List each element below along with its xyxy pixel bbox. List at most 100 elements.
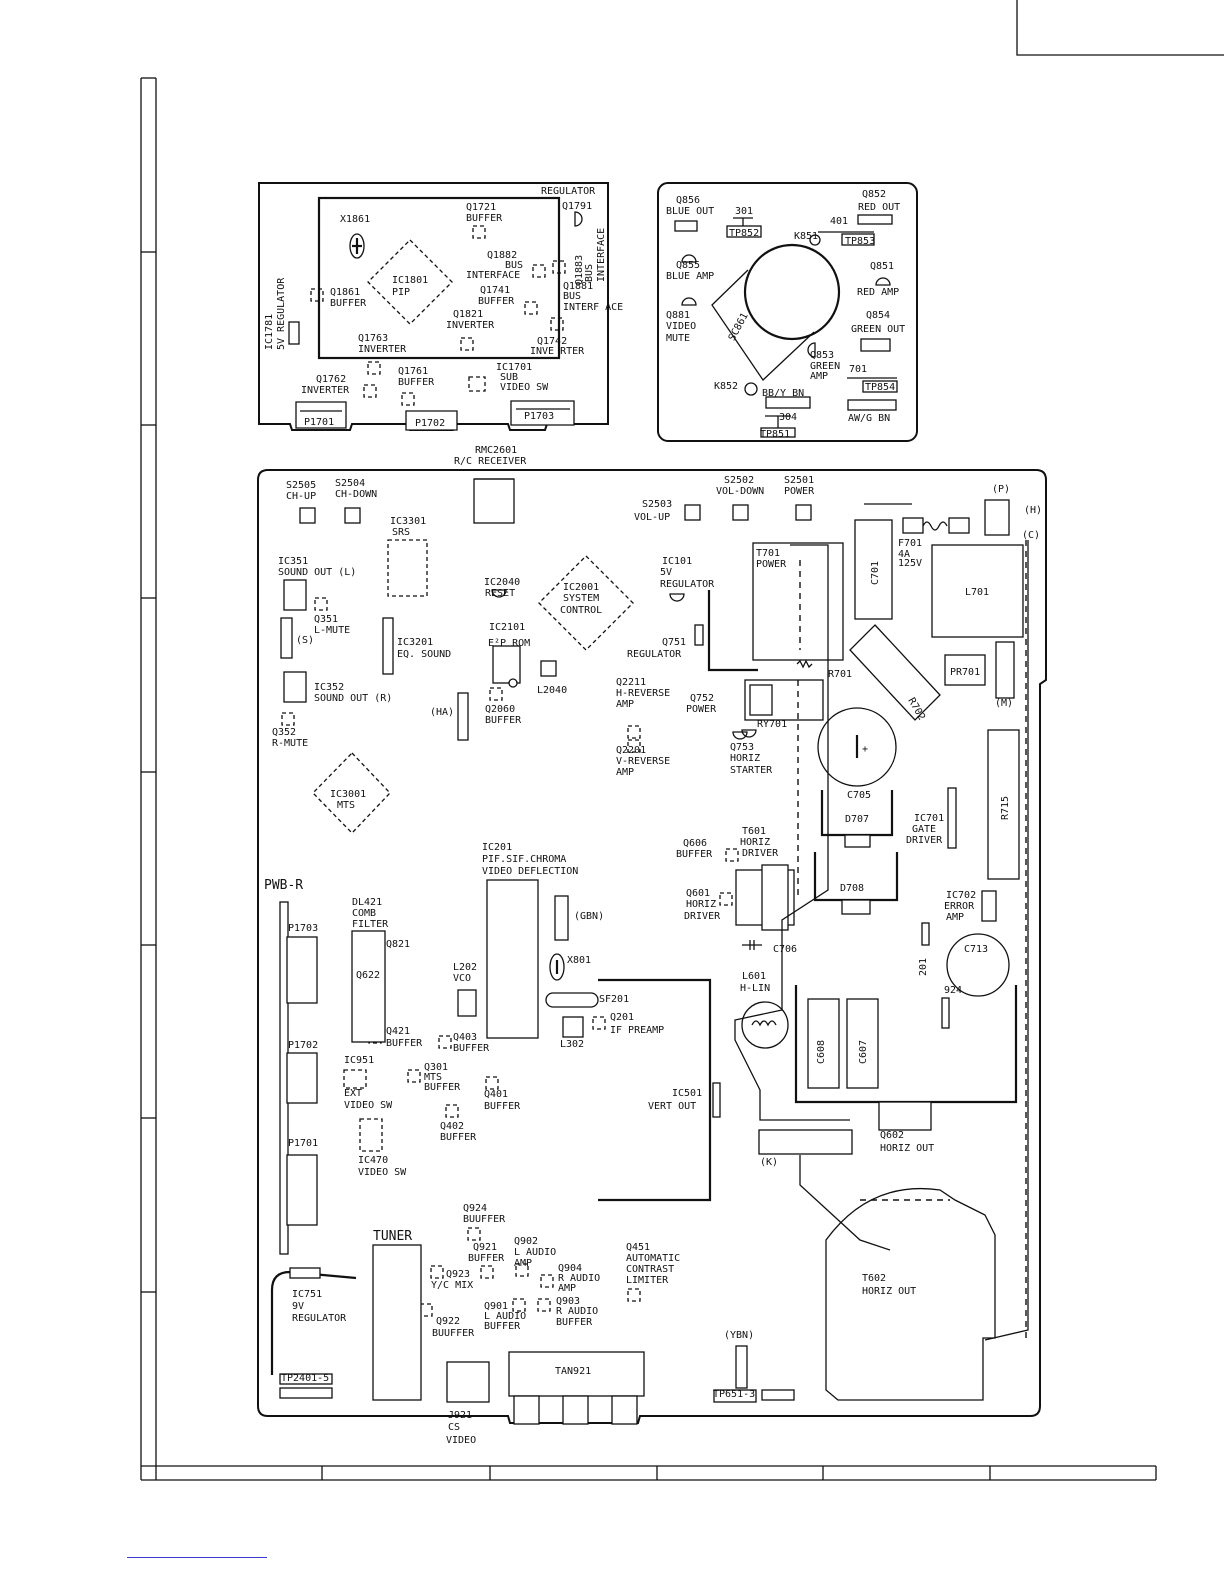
component-label: VIDEO SW [358, 1167, 407, 1178]
component-label: REGULATOR [660, 579, 715, 590]
component-label: IC351 [278, 556, 308, 567]
component-label: RMC2601 [475, 445, 517, 456]
vertical-component-label: INTERFACE [596, 228, 607, 282]
component-label: CH-UP [286, 491, 316, 502]
component-label: Q753 [730, 742, 754, 753]
component-label: 401 [830, 216, 848, 227]
component-label: SF201 [599, 994, 629, 1005]
c701-label: C701 [870, 561, 881, 585]
component-label: Q622 [356, 970, 380, 981]
component-label: 304 [779, 412, 797, 423]
component-label: S2505 [286, 480, 316, 491]
component-label: HORIZ [740, 837, 770, 848]
ic3001-mts-chip [312, 752, 391, 834]
component-label: BUFFER [484, 1101, 521, 1112]
component-label: Q902 [514, 1236, 538, 1247]
component-label: F701 [898, 538, 922, 549]
component-label: L302 [560, 1039, 584, 1050]
footer-link-line [127, 1557, 267, 1558]
component-label: Q1881 [563, 281, 593, 292]
component-label: CS [448, 1422, 460, 1433]
component-label: SOUND OUT (R) [314, 693, 392, 704]
component-label: Q1882 [487, 250, 517, 261]
component-label: AMP [810, 371, 828, 382]
component-label: Q1742 [537, 336, 567, 347]
component-label: BUFFER [466, 213, 503, 224]
component-label: BUFFER [330, 298, 367, 309]
component-label: FILTER [352, 919, 389, 930]
component-label: TP651-3 [713, 1389, 755, 1400]
component-label: POWER [784, 486, 815, 497]
component-label: IC352 [314, 682, 344, 693]
component-label: IC3001 [330, 789, 366, 800]
component-label: HORIZ [730, 753, 760, 764]
component-label: LIMITER [626, 1275, 669, 1286]
component-label: BUS [505, 260, 523, 271]
component-label: IC701 [914, 813, 944, 824]
component-label: INVERTER [301, 385, 350, 396]
drawing-frame [140, 0, 1224, 1481]
crt-socket-circle [743, 243, 841, 341]
component-label: BUFFER [556, 1317, 593, 1328]
component-label: TP852 [729, 228, 759, 239]
component-label: TAN921 [555, 1366, 591, 1377]
component-label: BUS [563, 291, 581, 302]
vertical-component-label: Q1883 [574, 255, 585, 285]
component-label: T602 [862, 1273, 886, 1284]
component-label: BUFFER [440, 1132, 477, 1143]
component-label: C705 [847, 790, 871, 801]
component-label: Q855 [676, 260, 700, 271]
component-label: C713 [964, 944, 988, 955]
component-label: PIP [392, 287, 410, 298]
component-label: BUUFFER [432, 1328, 475, 1339]
component-label: INVE RTER [530, 346, 585, 357]
component-label: TP853 [845, 236, 875, 247]
component-label: E²P ROM [488, 638, 530, 649]
component-label: BUFFER [453, 1043, 490, 1054]
component-label: P1703 [524, 411, 554, 422]
component-label: Q201 [610, 1012, 634, 1023]
component-label: PIF.SIF.CHROMA [482, 854, 566, 865]
component-label: IC201 [482, 842, 512, 853]
component-label: Q2211 [616, 677, 646, 688]
component-label: (P) [992, 484, 1010, 495]
component-label: HORIZ OUT [862, 1286, 916, 1297]
component-label: R-MUTE [272, 738, 308, 749]
component-label: Q601 [686, 888, 710, 899]
component-label: L601 [742, 971, 766, 982]
component-label: IC3201 [397, 637, 433, 648]
component-label: PR701 [950, 667, 980, 678]
ic2001-system-control-chip [538, 555, 634, 651]
component-label: Q1791 [562, 201, 592, 212]
component-label: IC2101 [489, 622, 525, 633]
component-label: Q606 [683, 838, 707, 849]
component-label: T701 [756, 548, 780, 559]
component-label: GREEN OUT [851, 324, 905, 335]
component-label: VCO [453, 973, 471, 984]
component-label: MUTE [666, 333, 690, 344]
component-label: EQ. SOUND [397, 649, 451, 660]
component-label: REGULATOR [627, 649, 682, 660]
component-label: 5V [660, 567, 672, 578]
component-label: BUFFER [398, 377, 435, 388]
component-label: Q821 [386, 939, 410, 950]
component-label: RESET [485, 588, 515, 599]
component-label: Q854 [866, 310, 890, 321]
component-label: EXT [344, 1088, 362, 1099]
component-label: Q401 [484, 1089, 508, 1100]
component-label: POWER [686, 704, 717, 715]
component-label: INTERF ACE [563, 302, 623, 313]
component-label: L2040 [537, 685, 567, 696]
component-label: K852 [714, 381, 738, 392]
component-label: (S) [296, 635, 314, 646]
component-label: POWER [756, 559, 787, 570]
component-label: (GBN) [574, 911, 604, 922]
component-label: H-LIN [740, 983, 770, 994]
component-label: (HA) [430, 707, 454, 718]
component-label: INTERFACE [466, 270, 520, 281]
component-label: BUFFER [485, 715, 522, 726]
component-label: (C) [1022, 530, 1040, 541]
